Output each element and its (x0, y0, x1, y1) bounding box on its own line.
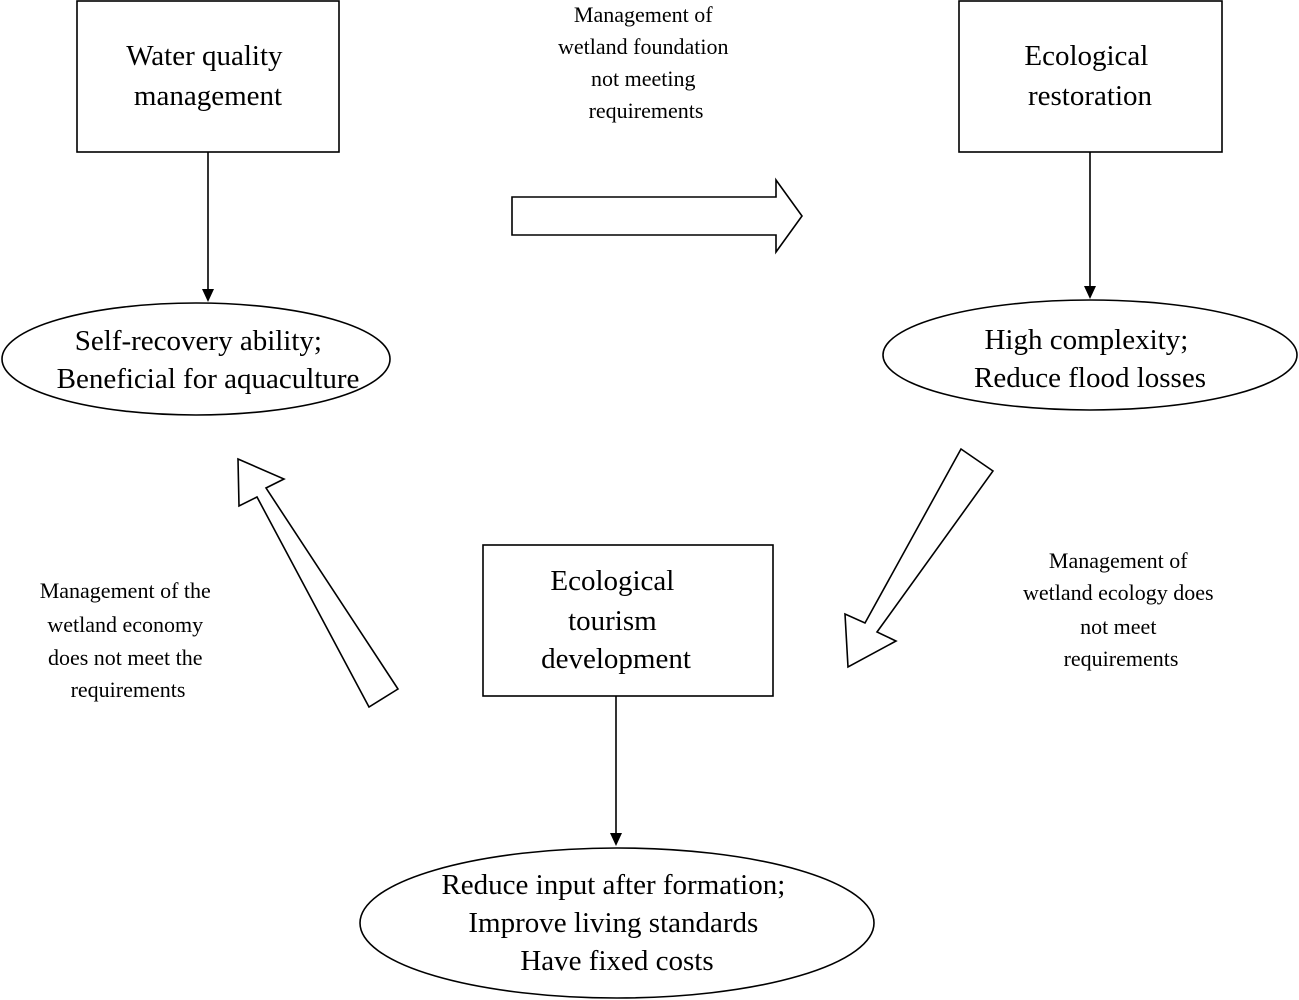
eco-tourism-line-3: development (541, 643, 691, 675)
foundation-label-line-3: not meeting (591, 66, 695, 91)
economy-label-line-3: does not meet the (48, 645, 203, 670)
economy-label-line-1: Management of the (40, 578, 211, 603)
economy-label-line-2: wetland economy (47, 612, 203, 637)
water-quality-line-1: Water quality (126, 40, 283, 72)
ecology-label-line-4: requirements (1064, 646, 1179, 671)
high-complexity-ellipse: High complexity; Reduce flood losses (882, 299, 1298, 411)
foundation-transition-arrow (511, 177, 803, 255)
ecological-restoration-down-arrow (1084, 152, 1096, 299)
ecology-transition-label: Management of wetland ecology does not m… (1023, 548, 1219, 671)
reduce-input-line-2: Improve living standards (468, 907, 758, 939)
foundation-label-line-2: wetland foundation (558, 34, 728, 59)
ecological-restoration-node: Ecological restoration (958, 0, 1223, 153)
water-quality-line-2: management (134, 80, 282, 112)
eco-tourism-down-arrow (610, 696, 622, 846)
reduce-input-ellipse: Reduce input after formation; Improve li… (359, 847, 875, 999)
self-recovery-ellipse: Self-recovery ability; Beneficial for aq… (1, 302, 391, 416)
ecology-transition-arrow (844, 447, 995, 669)
eco-tourism-line-2: tourism (568, 605, 657, 637)
water-quality-node: Water quality management (76, 0, 340, 153)
ecological-restoration-line-2: restoration (1028, 80, 1153, 112)
svg-text:Reduce input after formation;: Reduce input after formation; Improve li… (441, 869, 792, 977)
high-complexity-line-2: Reduce flood losses (974, 362, 1206, 394)
ecological-restoration-line-1: Ecological (1024, 40, 1148, 72)
foundation-label-line-1: Management of (574, 2, 713, 27)
foundation-transition-label: Management of wetland foundation not mee… (558, 2, 734, 123)
foundation-label-line-4: requirements (589, 98, 704, 123)
eco-tourism-node: Ecological tourism development (482, 544, 774, 697)
high-complexity-line-1: High complexity; (984, 324, 1188, 356)
economy-transition-arrow (237, 457, 400, 709)
eco-tourism-line-1: Ecological (550, 565, 674, 597)
water-quality-down-arrow (202, 152, 214, 302)
reduce-input-line-1: Reduce input after formation; (441, 869, 785, 901)
self-recovery-line-2: Beneficial for aquaculture (57, 363, 360, 395)
svg-text:Ecological restoration: Ecological restoration (1024, 40, 1155, 112)
self-recovery-line-1: Self-recovery ability; (75, 325, 322, 357)
economy-transition-label: Management of the wetland economy does n… (40, 578, 217, 702)
ecology-label-line-1: Management of (1049, 548, 1188, 573)
svg-text:High complexity; Reduce: High complexity; Reduce flood losses (974, 324, 1206, 394)
svg-text:Ecological tourism: Ecological tourism development (541, 565, 691, 675)
svg-text:Water quality management: Water quality management (126, 40, 290, 112)
svg-text:Self-recovery ability; B: Self-recovery ability; Beneficial for aq… (57, 325, 360, 395)
ecology-label-line-2: wetland ecology does (1023, 580, 1214, 605)
reduce-input-line-3: Have fixed costs (520, 945, 713, 977)
economy-label-line-4: requirements (71, 677, 186, 702)
ecology-label-line-3: not meet (1080, 614, 1156, 639)
